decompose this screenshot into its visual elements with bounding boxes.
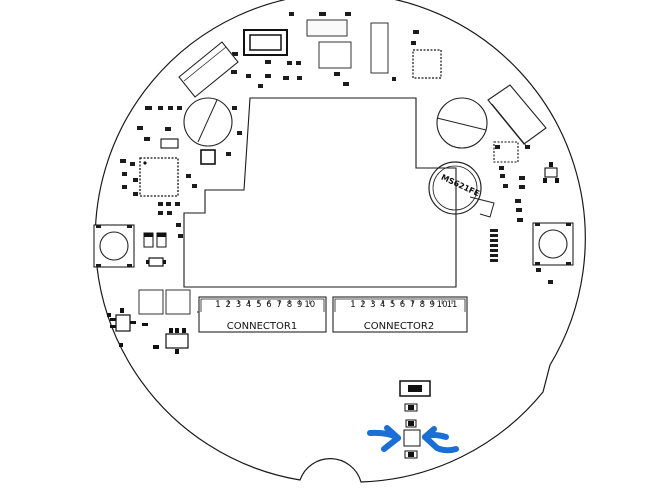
right-small-ic [493, 141, 559, 183]
right-smd-parts [495, 145, 553, 284]
connector-pin-number: 1 [215, 300, 220, 310]
bottom-right-parts [404, 403, 418, 459]
transistor-1 [107, 308, 148, 347]
round-component-right [436, 97, 488, 149]
resistor-array [490, 229, 498, 262]
connector-pin-number: 9 [297, 300, 302, 310]
connector-pin-number: 2 [360, 300, 365, 310]
bottom-left-squares [138, 289, 191, 315]
connector-pin-number: 11 [447, 300, 458, 310]
connector-pin-number: 6 [266, 300, 271, 310]
connector-pin-number: 5 [256, 300, 261, 310]
board-outline [94, 0, 586, 483]
connector-1-label: CONNECTOR1 [227, 321, 297, 332]
connector-pin-number: 2 [225, 300, 230, 310]
connector-pin-number: 8 [420, 300, 425, 310]
connector-pin-number: 4 [246, 300, 251, 310]
connector-pin-number: 9 [429, 300, 434, 310]
connector-pin-number: 7 [276, 300, 281, 310]
connector-pin-number: 1 [350, 300, 355, 310]
bottom-right-fuse [399, 380, 431, 397]
connector-2-label: CONNECTOR2 [364, 321, 434, 332]
connector-pin-number: 7 [410, 300, 415, 310]
annotation-arrow-right [422, 426, 459, 454]
display-cutout [183, 97, 457, 288]
top-smd-parts [231, 12, 419, 88]
connector-pin-number: 10 [304, 300, 315, 310]
diodes-left [143, 232, 167, 267]
crystal-oscillator [243, 29, 288, 56]
right-tactile-button [532, 222, 574, 266]
connector-pin-number: 5 [390, 300, 395, 310]
annotation-arrow-left [367, 425, 401, 452]
highlighted-sensor [403, 429, 421, 447]
connector-pin-number: 3 [236, 300, 241, 310]
connector-pin-number: 3 [370, 300, 375, 310]
round-component-left [183, 97, 233, 147]
connector-pin-number: 6 [400, 300, 405, 310]
left-tactile-button [93, 224, 135, 268]
connector-pin-number: 10 [437, 300, 448, 310]
connector-pin-number: 4 [380, 300, 385, 310]
transistor-2 [153, 328, 189, 354]
mcu-chip [139, 157, 179, 197]
angled-connector-left [178, 41, 239, 98]
left-smd-parts [120, 106, 242, 238]
top-center-ic [306, 19, 389, 74]
small-ic-near-mcu [160, 138, 216, 165]
connector-pin-number: 8 [287, 300, 292, 310]
angled-connector-right [487, 84, 547, 149]
qfn-chip [412, 49, 442, 79]
